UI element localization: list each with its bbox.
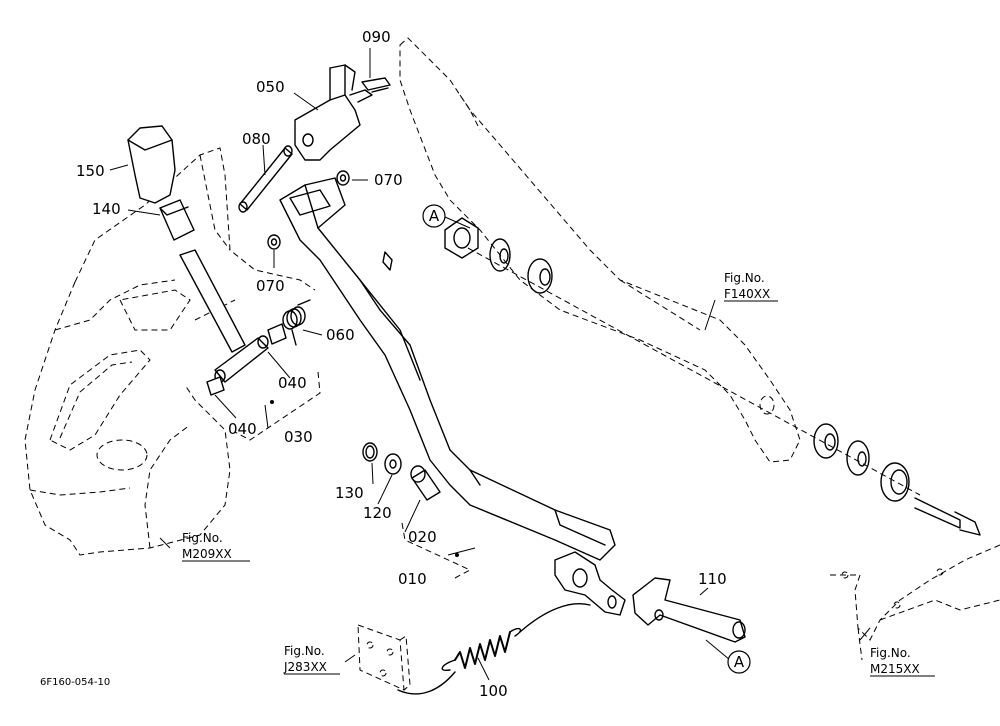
part-label-150: 150 <box>76 162 105 180</box>
svg-text:F140XX: F140XX <box>724 287 770 301</box>
part-label-050: 050 <box>256 78 285 96</box>
washer-070-b <box>267 234 281 250</box>
svg-text:Fig.No.: Fig.No. <box>870 646 911 660</box>
link-curve-top <box>519 603 591 633</box>
shaft-hardware-right <box>444 217 981 536</box>
shaft-centerline <box>467 247 921 496</box>
drawing-code: 6F160-054-10 <box>40 677 110 688</box>
part-label-110: 110 <box>698 570 727 588</box>
part-label-130: 130 <box>335 484 364 502</box>
lever-bracket <box>294 64 373 161</box>
frame-arm <box>399 37 801 463</box>
pedal-arm <box>279 177 626 616</box>
cover-housing <box>24 147 316 556</box>
leader-lines <box>109 48 871 681</box>
part-label-030: 030 <box>284 428 313 446</box>
fig-ref-f140: Fig.No. F140XX <box>724 271 778 302</box>
bracket-j283 <box>357 624 411 691</box>
svg-text:A: A <box>734 653 745 671</box>
fig-ref-m215: Fig.No. M215XX <box>870 646 935 677</box>
svg-text:A: A <box>429 207 440 225</box>
part-label-100: 100 <box>479 682 508 700</box>
part-label-090: 090 <box>362 28 391 46</box>
cotter-pin-090 <box>361 77 391 93</box>
ref-mark-a-bottom: A <box>727 650 751 674</box>
fig-ref-j283: Fig.No. J283XX <box>283 644 340 675</box>
svg-text:Fig.No.: Fig.No. <box>724 271 765 285</box>
bracket-m215 <box>830 544 1000 661</box>
link-curve-bottom <box>397 671 456 695</box>
washer-070-a <box>336 170 350 186</box>
part-label-070-left: 070 <box>256 277 285 295</box>
svg-text:Fig.No.: Fig.No. <box>182 531 223 545</box>
svg-text:Fig.No.: Fig.No. <box>284 644 325 658</box>
fig-ref-m209: Fig.No. M209XX <box>182 531 250 562</box>
part-label-060: 060 <box>326 326 355 344</box>
spring-100 <box>441 627 522 672</box>
assembly-010-bracket <box>401 522 472 579</box>
part-label-010: 010 <box>398 570 427 588</box>
svg-text:J283XX: J283XX <box>283 660 327 674</box>
part-label-040-left: 040 <box>228 420 257 438</box>
washer-120 <box>384 453 402 475</box>
bushing-020 <box>410 465 441 501</box>
part-label-040-right: 040 <box>278 374 307 392</box>
part-label-120: 120 <box>363 504 392 522</box>
spring-060 <box>282 299 311 346</box>
knob-150 <box>127 125 176 204</box>
svg-text:M215XX: M215XX <box>870 662 920 676</box>
rod-110 <box>632 577 746 643</box>
part-label-080: 080 <box>242 130 271 148</box>
part-label-020: 020 <box>408 528 437 546</box>
svg-text:M209XX: M209XX <box>182 547 232 561</box>
snap-ring-130 <box>362 442 378 462</box>
grip-140 <box>159 199 195 241</box>
part-label-140: 140 <box>92 200 121 218</box>
pin-080 <box>238 145 293 213</box>
ref-mark-a-top: A <box>422 204 446 228</box>
shift-lever-030 <box>179 249 321 441</box>
part-label-070-right: 070 <box>374 171 403 189</box>
